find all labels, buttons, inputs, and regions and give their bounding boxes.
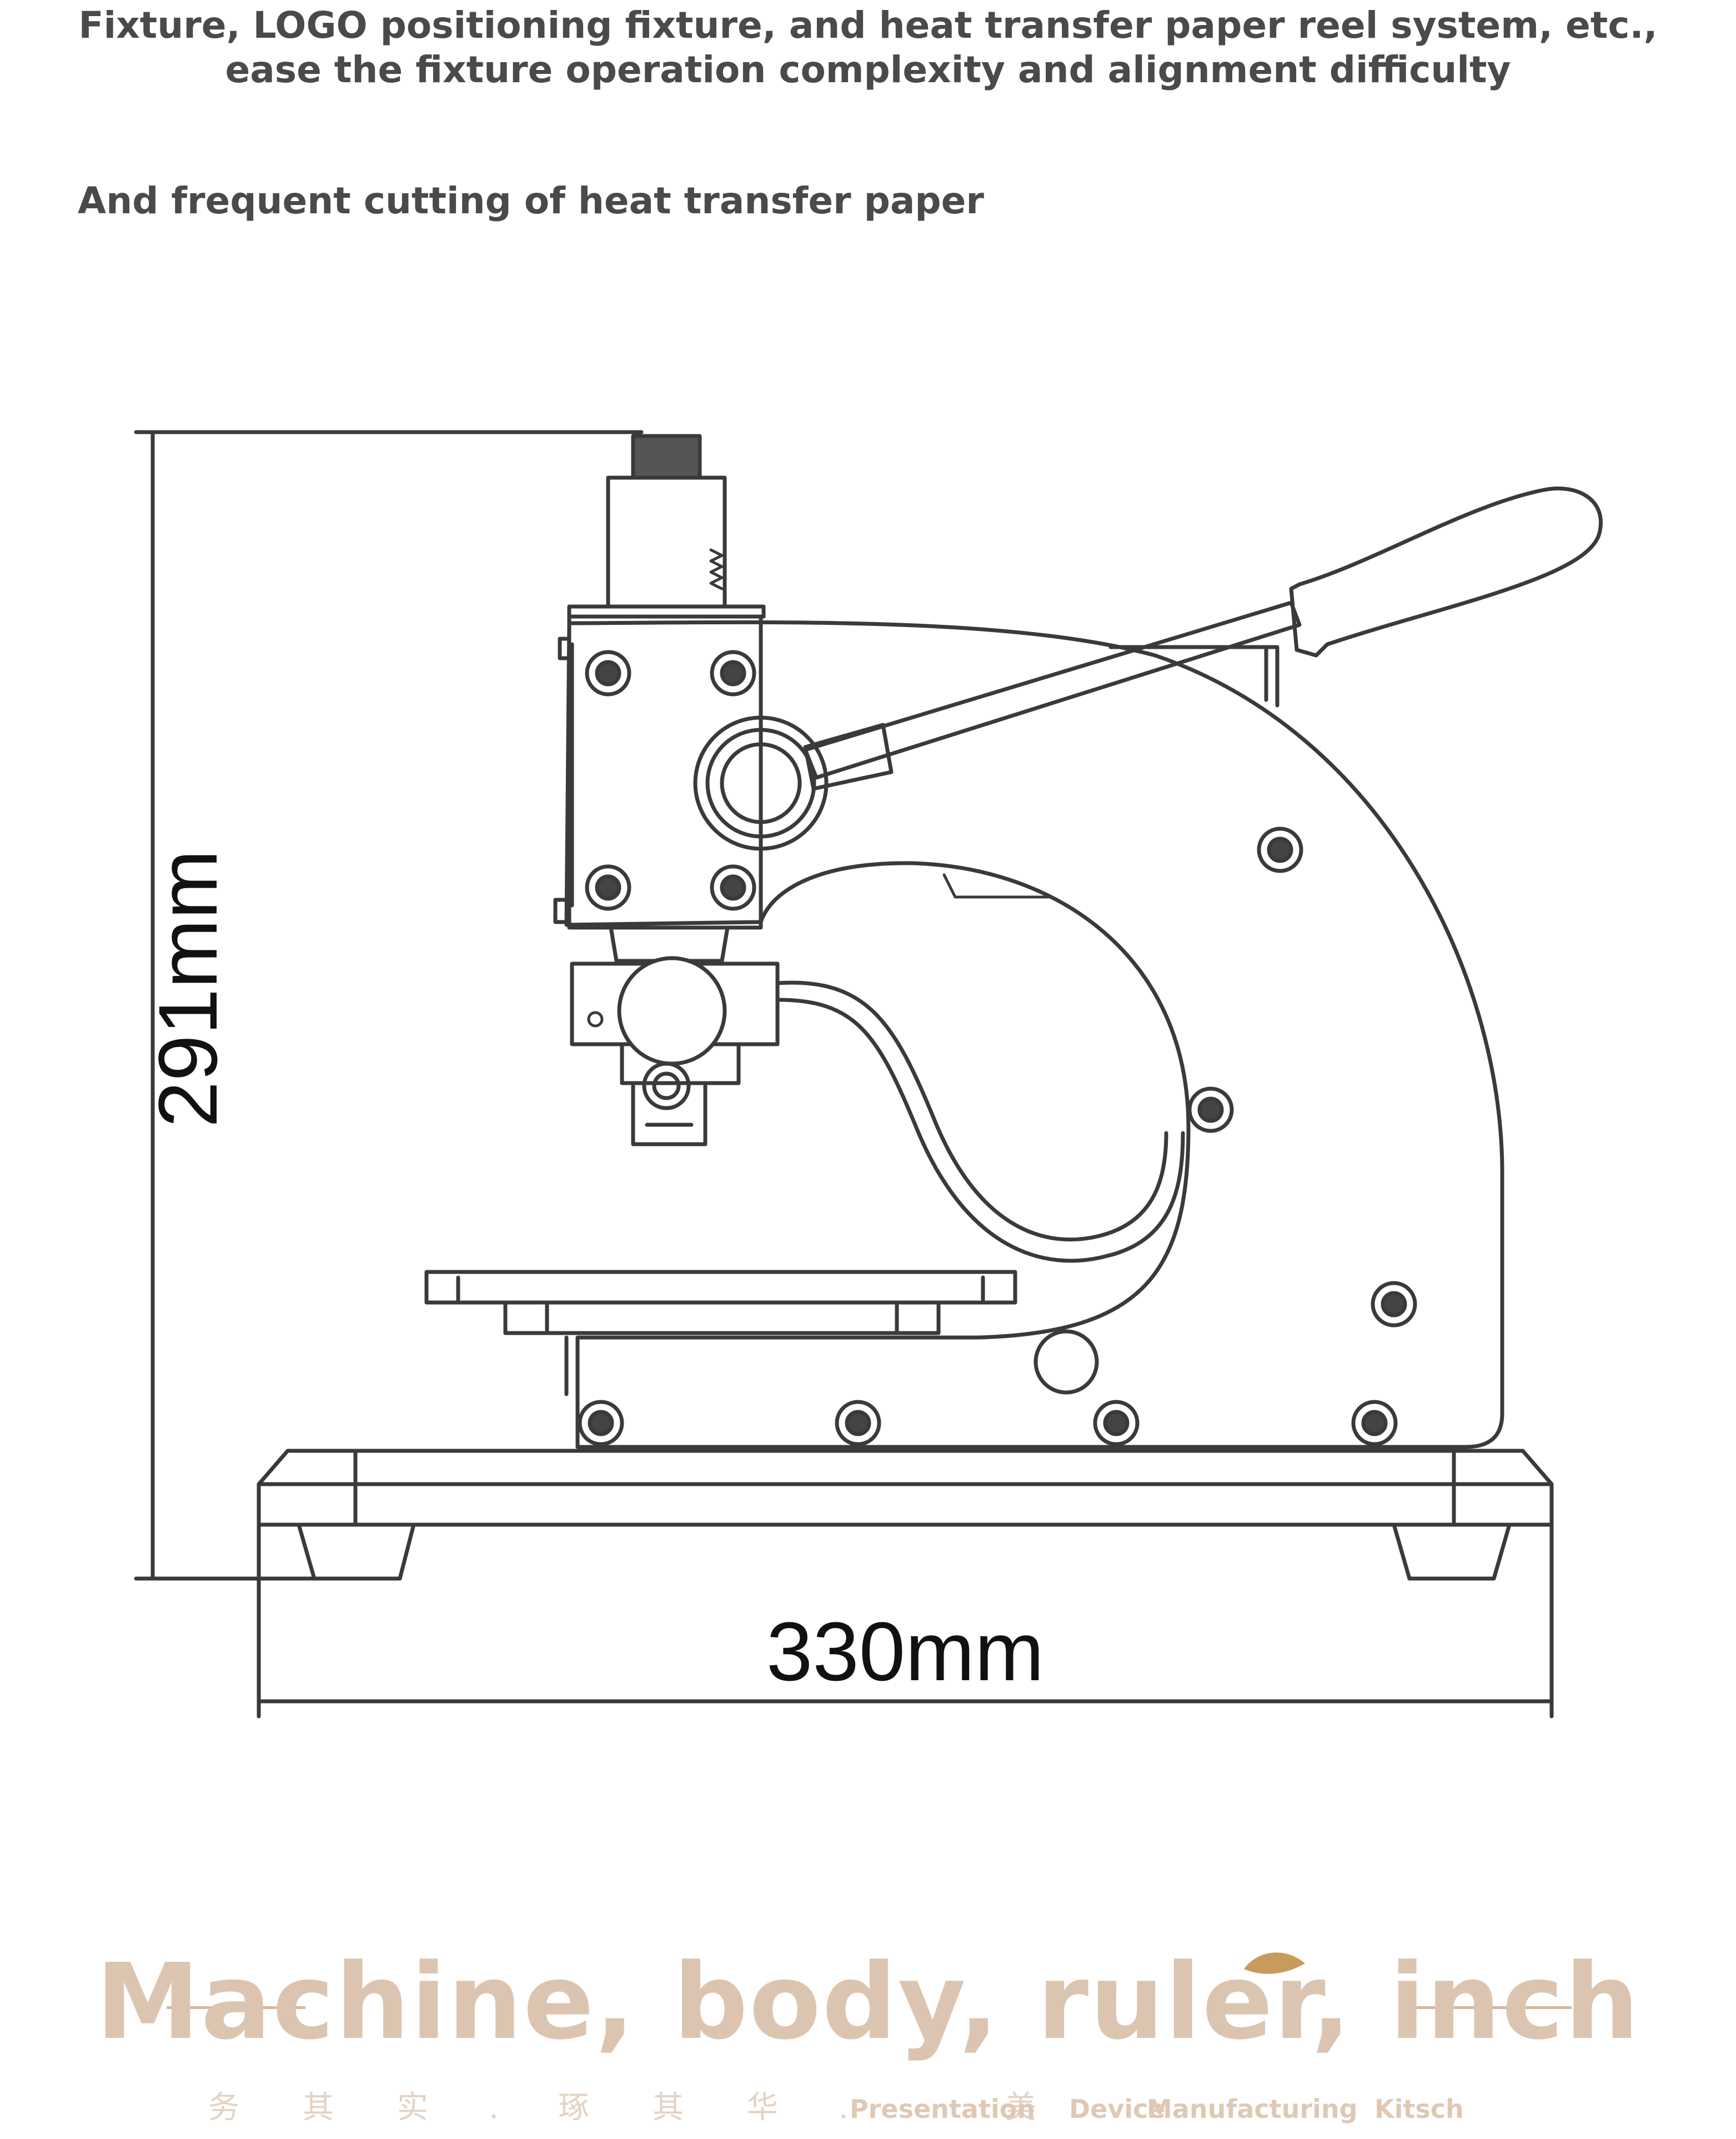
machine-line-drawing: 291mm 330mm [134, 430, 1603, 1719]
handle-lever [803, 486, 1603, 791]
heating-head [570, 925, 780, 1146]
base-foot-left [297, 1522, 416, 1581]
height-dimension-label: 291mm [141, 850, 234, 1128]
screw [1187, 1086, 1234, 1133]
tagline-word: Presentation [850, 2094, 1036, 2124]
heating-cable [775, 980, 1168, 1242]
head-plate [567, 614, 763, 930]
banner: Machine, body, ruler, inch [0, 1930, 1736, 2069]
base-plate [257, 1449, 1554, 1527]
screw [585, 650, 631, 697]
base-foot-right [1392, 1522, 1512, 1581]
spring [709, 548, 724, 590]
screw [1093, 1400, 1140, 1446]
header-line-2: ease the fixture operation complexity an… [225, 48, 1511, 91]
screw [710, 650, 756, 697]
tagline-char: 务 [208, 2090, 239, 2126]
tagline-char: 美 [1005, 2090, 1036, 2126]
top-knob [631, 434, 702, 480]
top-cylinder [606, 475, 727, 609]
banner-title: Machine, body, ruler, inch [96, 1941, 1640, 2063]
machine-body-outline [564, 620, 1504, 1449]
tagline-char: 实 [397, 2090, 428, 2126]
tagline-char: 华 [747, 2090, 778, 2126]
banner-decor-line-right [1411, 2006, 1572, 2009]
screw [578, 1400, 624, 1446]
tagline-char: 其 [303, 2090, 334, 2126]
tagline: 务 其 实 . 琢 其 华 . 美 Presentation Device Ma… [0, 2088, 1736, 2133]
work-table [424, 1270, 1017, 1396]
width-dimension-line [257, 1520, 1554, 1719]
pivot-hub-inner [720, 742, 802, 824]
height-dimension-line [134, 430, 644, 1581]
screw [1257, 826, 1303, 873]
tagline-char: 琢 [558, 2090, 589, 2126]
screw [585, 864, 631, 911]
header-line-1: Fixture, LOGO positioning fixture, and h… [78, 4, 1658, 47]
pivot-hub-ring [705, 728, 816, 839]
tagline-word: Kitsch [1374, 2094, 1464, 2124]
pivot-hub-outer [693, 715, 829, 851]
screw [710, 864, 756, 911]
banner-decor-line-left [167, 2006, 305, 2009]
screw [1351, 1400, 1398, 1446]
tagline-char: . [489, 2090, 499, 2126]
tagline-word: Manufacturing [1147, 2094, 1358, 2124]
leaf-icon [1244, 1952, 1305, 1974]
tagline-word: Device [1069, 2094, 1166, 2124]
tagline-char: . [839, 2090, 849, 2126]
width-dimension-label: 330mm [766, 1605, 1044, 1698]
body-hole [1033, 1329, 1099, 1395]
screw [1371, 1281, 1417, 1328]
tagline-char: 其 [653, 2090, 684, 2126]
subtitle: And frequent cutting of heat transfer pa… [78, 179, 984, 222]
screws [578, 650, 1417, 1446]
rear-bracket [1108, 645, 1280, 708]
screw [835, 1400, 881, 1446]
